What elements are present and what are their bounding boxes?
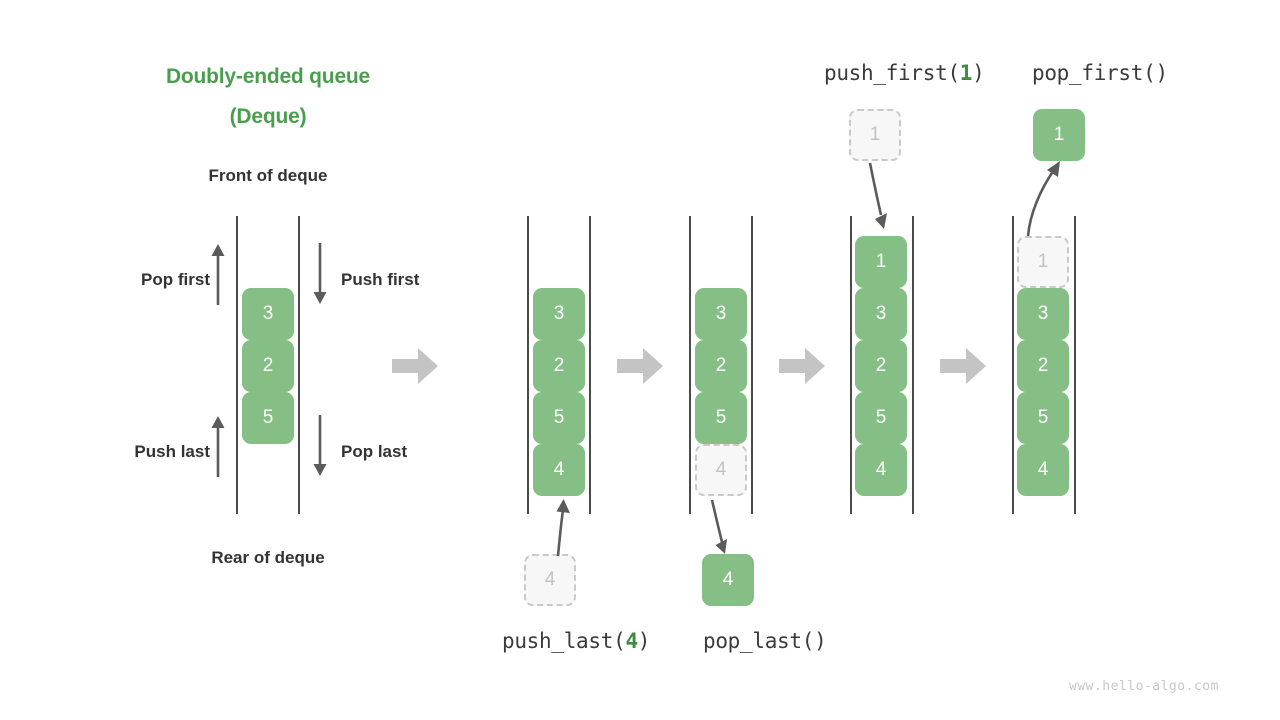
- deque-item: 5: [695, 392, 747, 444]
- op-open-paren: (: [613, 629, 626, 653]
- push-first-label: Push first: [341, 270, 420, 289]
- deque-item: 3: [855, 288, 907, 340]
- op-close-paren: ): [1155, 61, 1168, 85]
- push-last-motion-arrow-icon: [540, 496, 580, 558]
- deque-rail-left-1: [527, 216, 529, 514]
- deque-item: 4: [533, 444, 585, 496]
- pop-last-operation-caption: pop_last(): [703, 629, 827, 653]
- deque-item: 3: [1017, 288, 1069, 340]
- deque-item: 5: [855, 392, 907, 444]
- push-first-arrow-icon: [310, 243, 330, 305]
- push-first-motion-arrow-icon: [862, 162, 902, 233]
- pop-first-arrow-icon: [208, 243, 228, 305]
- transition-arrow-icon: [617, 348, 663, 384]
- deque-item: 4: [1017, 444, 1069, 496]
- diagram-title-line1: Doubly-ended queue: [165, 65, 371, 88]
- deque-item: 2: [242, 340, 294, 392]
- deque-item: 2: [533, 340, 585, 392]
- transition-arrow-icon: [940, 348, 986, 384]
- pop-first-operation-caption: pop_first(): [1032, 61, 1168, 85]
- rear-of-deque-label: Rear of deque: [211, 548, 325, 567]
- op-arg: 4: [625, 629, 638, 653]
- op-name: push_last: [502, 629, 614, 653]
- pop-first-motion-arrow-icon: [1014, 158, 1074, 237]
- push-last-label: Push last: [134, 442, 210, 461]
- transition-arrow-icon: [392, 348, 438, 384]
- watermark: www.hello-algo.com: [1069, 679, 1219, 694]
- deque-item-ghost: 4: [695, 444, 747, 496]
- op-open-paren: (: [801, 629, 815, 653]
- deque-item: 4: [855, 444, 907, 496]
- push-last-arrow-icon: [208, 415, 228, 477]
- deque-item: 5: [533, 392, 585, 444]
- deque-item: 3: [695, 288, 747, 340]
- deque-rail-left-4: [1012, 216, 1014, 514]
- external-value-box: 4: [702, 554, 754, 606]
- deque-item: 2: [855, 340, 907, 392]
- deque-item: 5: [1017, 392, 1069, 444]
- deque-item: 1: [855, 236, 907, 288]
- diagram-title-line2: (Deque): [229, 105, 307, 128]
- deque-rail-left-0: [236, 216, 238, 514]
- deque-item: 2: [695, 340, 747, 392]
- external-value-box: 4: [524, 554, 576, 606]
- deque-item: 2: [1017, 340, 1069, 392]
- push-last-operation-caption: push_last(4): [502, 629, 650, 653]
- pop-last-arrow-icon: [310, 415, 330, 477]
- deque-rail-right-1: [589, 216, 591, 514]
- pop-last-motion-arrow-icon: [700, 499, 740, 558]
- deque-rail-right-2: [751, 216, 753, 514]
- op-name: pop_first: [1032, 61, 1144, 85]
- transition-arrow-icon: [779, 348, 825, 384]
- op-name: pop_last: [703, 629, 802, 653]
- pop-first-label: Pop first: [141, 270, 210, 289]
- deque-rail-right-0: [298, 216, 300, 514]
- deque-item: 3: [242, 288, 294, 340]
- deque-item-ghost: 1: [1017, 236, 1069, 288]
- pop-last-label: Pop last: [341, 442, 408, 461]
- front-of-deque-label: Front of deque: [208, 166, 328, 185]
- deque-rail-left-3: [850, 216, 852, 514]
- op-open-paren: (: [947, 61, 960, 85]
- op-close-paren: ): [814, 629, 827, 653]
- op-name: push_first: [824, 61, 948, 85]
- deque-item: 5: [242, 392, 294, 444]
- deque-rail-left-2: [689, 216, 691, 514]
- external-value-box: 1: [1033, 109, 1085, 161]
- deque-rail-right-4: [1074, 216, 1076, 514]
- push-first-operation-caption: push_first(1): [824, 61, 985, 85]
- op-close-paren: ): [637, 629, 651, 653]
- deque-item: 3: [533, 288, 585, 340]
- op-close-paren: ): [972, 61, 985, 85]
- deque-rail-right-3: [912, 216, 914, 514]
- op-arg: 1: [959, 61, 973, 85]
- external-value-box: 1: [849, 109, 901, 161]
- op-open-paren: (: [1143, 61, 1156, 85]
